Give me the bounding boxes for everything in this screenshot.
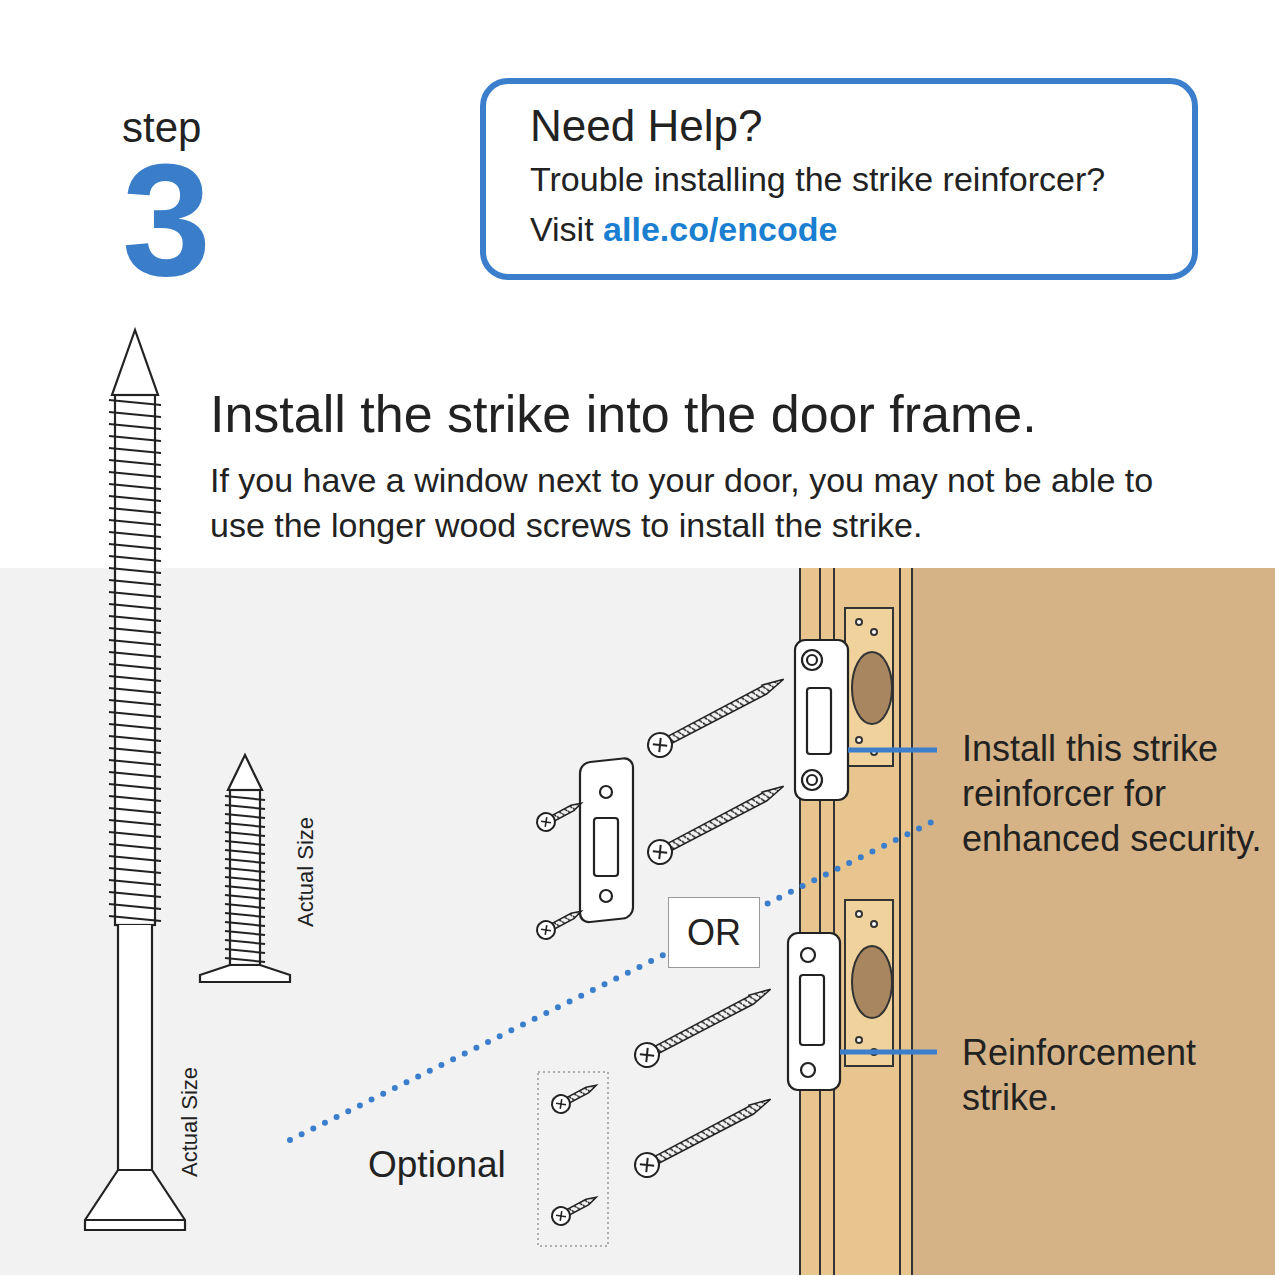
screw-thread [109,580,161,585]
screw-thread [109,844,161,849]
screw-thread [109,664,161,669]
screw-thread [109,760,161,765]
screw-thread [225,949,265,953]
screw-thread [109,784,161,789]
screw-thread [225,859,265,863]
screw-thread [109,568,161,573]
screw-thread [109,424,161,429]
help-text: Trouble installing the strike reinforcer… [530,154,1172,204]
screw-thread [225,850,265,854]
screw-thread [109,412,161,417]
screw-thread [109,472,161,477]
screw-thread [225,886,265,890]
screw-thread [109,448,161,453]
screw-thread [109,688,161,693]
help-text: Visit [530,210,594,248]
screw-thread [109,736,161,741]
callout: Install this strike reinforcer for enhan… [962,726,1267,861]
note: If you have a window next to your door, … [210,458,1170,548]
screw-thread [109,820,161,825]
screw-thread [225,895,265,899]
screw-thread [109,700,161,705]
screw-thread [225,958,265,962]
screw-thread [109,856,161,861]
screw-thread [225,877,265,881]
screw-thread [225,814,265,818]
size-note: Actual Size [293,817,319,927]
screw-thread [109,892,161,897]
screw-thread [225,823,265,827]
part-label: Optional [368,1143,506,1187]
screw-thread [109,724,161,729]
screw-thread [109,520,161,525]
screw-thread [109,904,161,909]
screw-thread [225,796,265,800]
screw-thread [225,904,265,908]
screw-thread [225,832,265,836]
screw-thread [109,832,161,837]
heading: Install the strike into the door frame. [210,384,1037,444]
screw-thread [109,400,161,405]
screw-thread [109,796,161,801]
screw-thread [109,484,161,489]
screw-thread [109,616,161,621]
screw-thread [109,556,161,561]
or-box: OR [668,897,760,968]
screw-thread [109,676,161,681]
help-box: Need Help?Trouble installing the strike … [480,78,1198,280]
screw-thread [225,805,265,809]
screw-thread [225,841,265,845]
screw-thread [109,508,161,513]
size-note: Actual Size [177,1067,203,1177]
callout: Reinforcement strike. [962,1030,1267,1120]
screw-thread [225,931,265,935]
screw-thread [109,772,161,777]
screw-thread [109,460,161,465]
screw-thread [225,868,265,872]
help-link: alle.co/encode [603,210,837,248]
screw-thread [109,808,161,813]
box-text: OR [687,912,741,954]
screw-thread [109,712,161,717]
screw-thread [109,496,161,501]
screw-thread [109,604,161,609]
screw-thread [225,940,265,944]
step-number: 3 [122,150,211,290]
help-heading: Need Help? [530,98,1172,154]
screw-thread [225,913,265,917]
step-word: step [122,104,201,152]
help-line: Visit alle.co/encode [530,204,1172,254]
screw-thread [109,748,161,753]
screw-thread [109,628,161,633]
screw-thread [109,880,161,885]
screw-thread [109,868,161,873]
screw-thread [109,652,161,657]
screw-thread [109,436,161,441]
screw-thread [109,640,161,645]
screw-thread [109,532,161,537]
screw-thread [225,922,265,926]
screw-thread [109,592,161,597]
screw-thread [109,916,161,921]
screw-thread [109,544,161,549]
